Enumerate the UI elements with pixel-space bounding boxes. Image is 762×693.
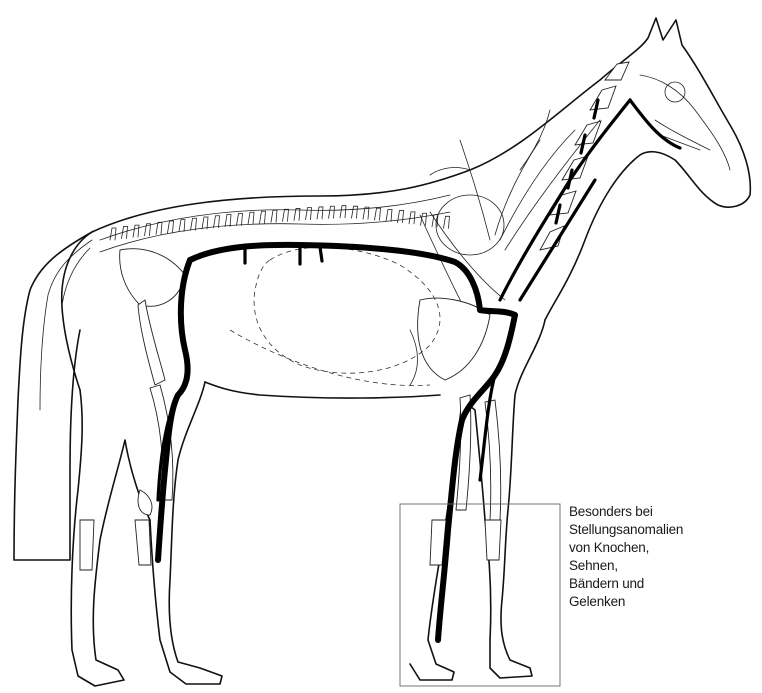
caption: Besonders bei Stellungsanomalien von Kno… [569, 504, 683, 609]
vertebra-process [214, 216, 220, 228]
region-highlight-box [400, 504, 560, 686]
vertebra-process [133, 225, 139, 237]
vertebra-process [306, 208, 312, 220]
vertebra-process [398, 211, 404, 223]
vertebra-process [260, 211, 266, 223]
vertebra-process [283, 209, 289, 221]
caption-line-6: Gelenken [569, 594, 625, 609]
skeleton-bones [80, 75, 730, 570]
caption-line-2: Stellungsanomalien [569, 522, 683, 537]
spine [100, 62, 629, 252]
caption-line-3: von Knochen, [569, 540, 649, 555]
vertebra-process [340, 206, 346, 218]
vertebra-process [237, 213, 243, 225]
caption-line-5: Bändern und [569, 576, 644, 591]
vertebra-process [168, 221, 174, 233]
vertebra-process [248, 212, 254, 224]
vertebra-process [352, 206, 358, 218]
vertebra-process [122, 227, 128, 239]
vertebra-process [375, 208, 381, 220]
vertebra-process [409, 212, 415, 224]
vertebra-process [225, 215, 231, 227]
vertebra-process [329, 206, 335, 218]
nerve-branches [430, 110, 600, 250]
caption-line-4: Sehnen, [569, 558, 618, 573]
vertebra-process [110, 228, 116, 240]
organ-outlines [230, 247, 440, 385]
vertebra-process [191, 218, 197, 230]
caption-line-1: Besonders bei [569, 504, 653, 519]
vertebra-process [202, 217, 208, 229]
vertebra-process [317, 207, 323, 219]
vertebra-process [444, 216, 450, 228]
vertebra-process [179, 220, 185, 232]
vertebra-process [271, 210, 277, 222]
vertebra-process [156, 222, 162, 234]
vertebra-process [386, 209, 392, 221]
